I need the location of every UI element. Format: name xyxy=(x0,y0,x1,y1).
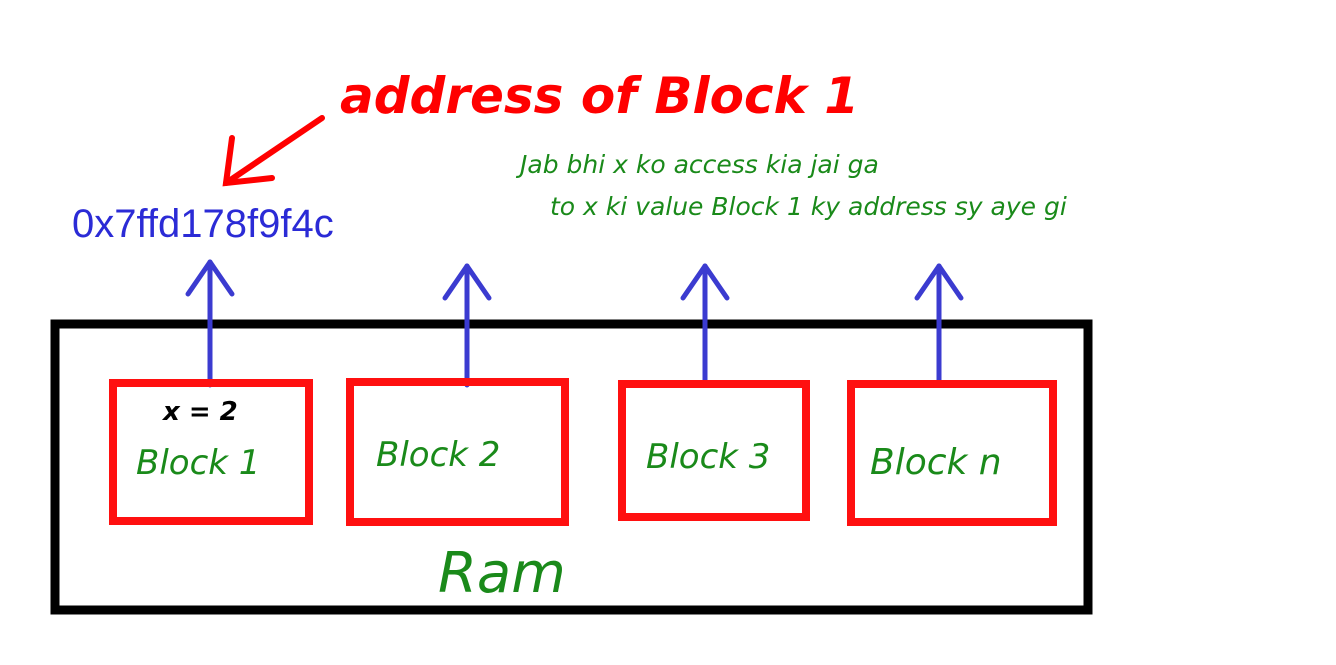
ram-box xyxy=(50,319,1093,615)
block-1-arrow xyxy=(185,259,235,388)
memory-block-1: x = 2 Block 1 xyxy=(109,379,313,525)
block-3-label: Block 3 xyxy=(646,437,770,477)
address-label: address of Block 1 xyxy=(340,67,859,125)
block-1-content: x = 2 xyxy=(161,397,238,427)
address-value: 0x7ffd178f9f4c xyxy=(72,202,334,246)
block-2-arrow xyxy=(442,263,492,388)
block-n-arrow xyxy=(914,263,964,388)
access-note-line-1: Jab bhi x ko access kia jai ga xyxy=(515,150,879,179)
block-n-label: Block n xyxy=(870,442,1002,483)
ram-label: Ram xyxy=(438,541,566,606)
memory-block-3: Block 3 xyxy=(618,380,810,521)
memory-block-2: Block 2 xyxy=(346,378,569,526)
memory-block-n: Block n xyxy=(847,380,1057,526)
block-3-arrow xyxy=(680,263,730,388)
access-note-line-2: to x ki value Block 1 ky address sy aye … xyxy=(550,192,1067,221)
address-pointer-arrow xyxy=(222,115,325,187)
block-1-label: Block 1 xyxy=(136,443,260,483)
block-2-label: Block 2 xyxy=(376,435,500,475)
